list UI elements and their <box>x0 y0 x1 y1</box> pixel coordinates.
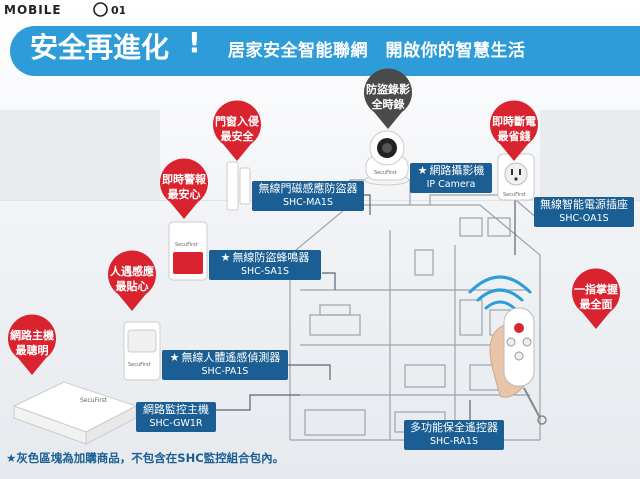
svg-text:SecuFirst: SecuFirst <box>374 170 397 176</box>
pin-door-intrusion: 門窗入侵最安全 <box>211 100 263 162</box>
label-door-sensor: 無線門磁感應防盜器 SHC-MA1S <box>252 181 364 211</box>
label-smart-plug: 無線智能電源插座 SHC-OA1S <box>534 197 634 227</box>
pin-one-touch: 一指掌握最全面 <box>570 268 622 330</box>
label-siren: ★無線防盜蜂鳴器 SHC-SA1S <box>209 250 321 280</box>
siren-device: SecuFirst <box>168 221 208 281</box>
label-gateway: 網路監控主機 SHC-GW1R <box>136 402 216 432</box>
headline-exclamation: ! <box>188 26 201 59</box>
label-ip-camera: ★網路攝影機 IP Camera <box>410 163 492 193</box>
pin-motion-sensing: 人遇感應最貼心 <box>106 250 158 312</box>
door-sensor-device <box>226 161 251 211</box>
headline-banner <box>10 26 640 76</box>
pin-network-hub: 網路主機最聰明 <box>6 314 58 376</box>
remote-control-device <box>489 307 547 425</box>
site-logo-mark: 01 <box>93 2 125 17</box>
svg-text:01: 01 <box>111 4 125 17</box>
pin-instant-alarm: 即時警報最安心 <box>158 158 210 220</box>
pin-power-off: 即時斷電最省錢 <box>488 100 540 162</box>
headline-tagline: 居家安全智能聯網 開啟你的智慧生活 <box>228 41 526 61</box>
headline-part2: 再進化 <box>85 31 170 64</box>
svg-text:SecuFirst: SecuFirst <box>503 192 526 198</box>
label-remote: 多功能保全遙控器 SHC-RA1S <box>404 420 504 450</box>
ip-camera-device: SecuFirst <box>364 130 410 186</box>
svg-text:SecuFirst: SecuFirst <box>175 242 198 248</box>
label-pir-sensor: ★無線人體遙感偵測器 SHC-PA1S <box>162 350 288 380</box>
pir-sensor-device: SecuFirst <box>123 321 161 381</box>
site-logo: MOBILE <box>4 3 62 17</box>
gateway-device: SecuFirst <box>12 381 138 445</box>
pin-camera-recording: 防盜錄影全時錄 <box>362 68 414 130</box>
svg-text:SecuFirst: SecuFirst <box>128 362 151 368</box>
footnote: ★灰色區塊為加購商品，不包含在SHC監控組合包內。 <box>6 451 285 465</box>
headline-part1: 安全 <box>30 31 87 64</box>
smart-plug-device: SecuFirst <box>497 153 535 201</box>
svg-text:SecuFirst: SecuFirst <box>80 397 108 404</box>
